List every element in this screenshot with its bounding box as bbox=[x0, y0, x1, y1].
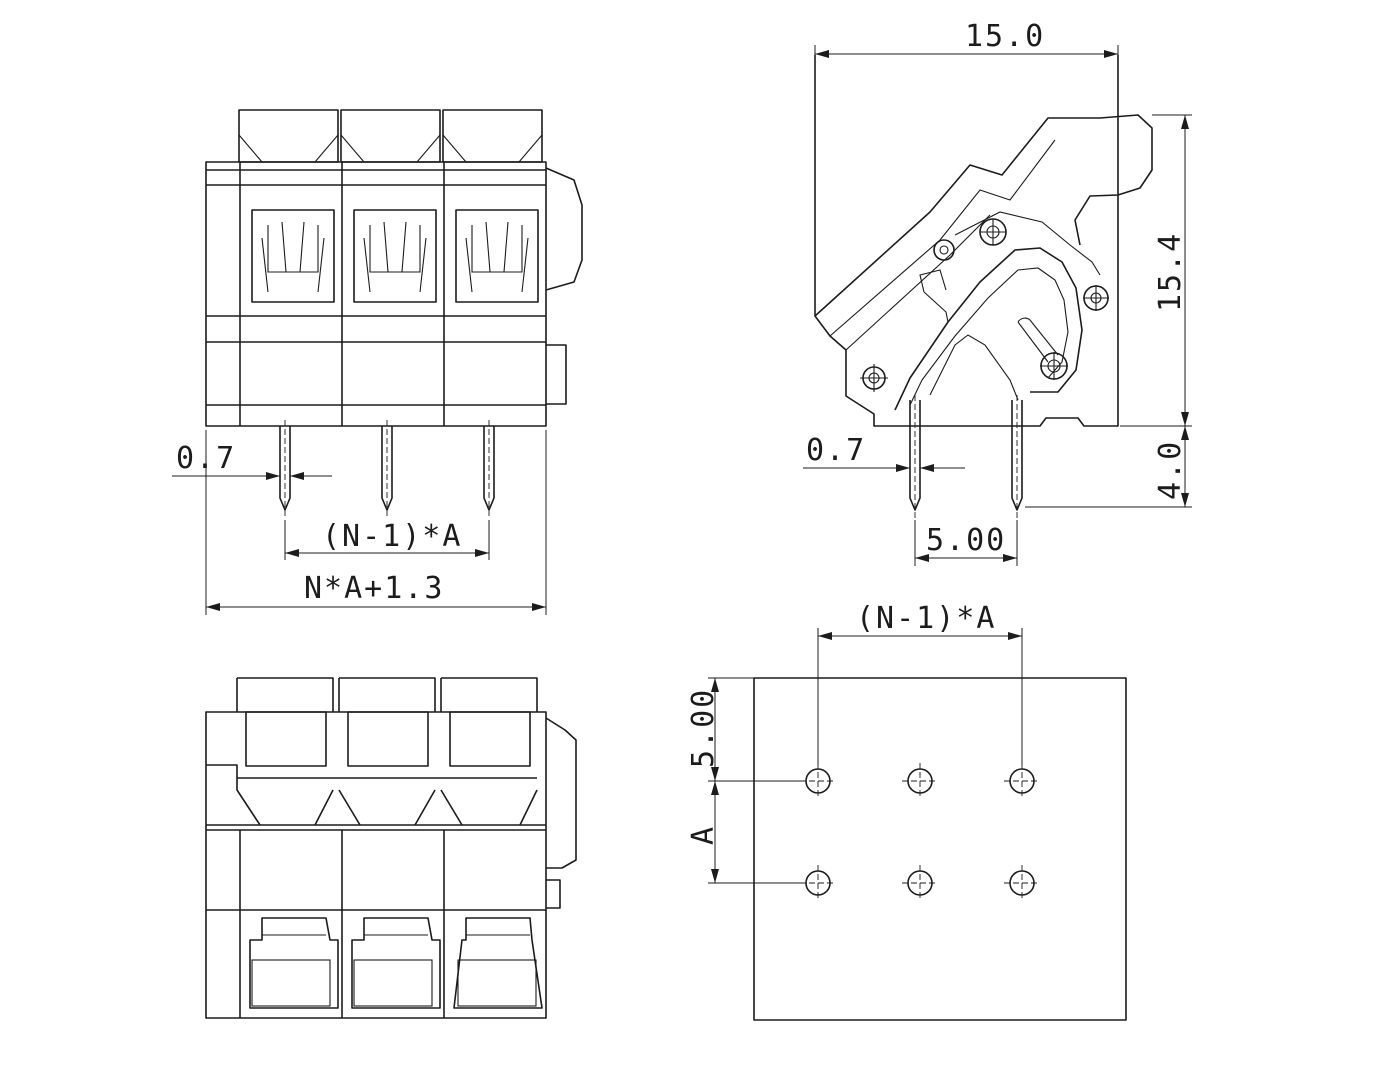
front-body bbox=[205, 161, 547, 427]
dim-pcb-row-pitch: A bbox=[686, 781, 806, 884]
front-wire-openings bbox=[251, 209, 539, 303]
side-pin-spacing-label: 5.00 bbox=[926, 523, 1006, 558]
dim-side-pin-length: 4.0 bbox=[1025, 426, 1192, 508]
pcb-holes bbox=[800, 763, 1040, 901]
front-pins bbox=[279, 420, 495, 518]
dim-pcb-row-offset: 5.00 bbox=[686, 677, 806, 782]
front-pin-span-label: (N-1)*A bbox=[322, 519, 462, 554]
pcb-row-offset-label: 5.00 bbox=[686, 688, 721, 768]
side-pins bbox=[909, 395, 1023, 518]
side-spring-clamp bbox=[894, 247, 1083, 411]
side-pin-length-label: 4.0 bbox=[1153, 440, 1188, 500]
side-holes bbox=[860, 218, 1109, 392]
dim-front-total-width: N*A+1.3 bbox=[205, 430, 547, 615]
side-outline bbox=[814, 55, 1119, 427]
dim-side-pin-spacing: 5.00 bbox=[914, 520, 1018, 566]
dim-front-pin-thickness: 0.7 bbox=[172, 441, 332, 480]
top-body bbox=[205, 711, 547, 1019]
dim-side-width: 15.0 bbox=[814, 19, 1119, 60]
top-view bbox=[205, 677, 577, 1019]
front-latch bbox=[545, 167, 583, 291]
front-total-width-label: N*A+1.3 bbox=[304, 571, 444, 606]
front-view: 0.7 (N-1)*A N*A+1.3 bbox=[172, 109, 583, 615]
top-view-wire-entries bbox=[249, 917, 543, 1009]
dim-front-pin-span: (N-1)*A bbox=[284, 519, 490, 560]
pcb-row-pitch-label: A bbox=[686, 825, 721, 845]
side-pin-thickness-label: 0.7 bbox=[806, 433, 866, 468]
front-side-tab bbox=[546, 344, 567, 405]
dim-side-height: 15.4 bbox=[1120, 114, 1192, 427]
dim-pcb-span: (N-1)*A bbox=[817, 601, 1023, 765]
front-pin-thickness-label: 0.7 bbox=[176, 441, 236, 476]
pcb-outline bbox=[753, 677, 1127, 1021]
pcb-layout: (N-1)*A 5.00 A bbox=[686, 601, 1127, 1021]
dim-side-pin-thickness: 0.7 bbox=[803, 433, 965, 472]
side-view: 15.0 15.4 4.0 0.7 bbox=[803, 19, 1192, 566]
side-lever bbox=[814, 114, 1153, 317]
side-width-label: 15.0 bbox=[965, 19, 1045, 54]
top-view-windows bbox=[245, 711, 531, 767]
front-lever-caps bbox=[238, 109, 543, 163]
side-height-label: 15.4 bbox=[1153, 232, 1188, 312]
pcb-span-label: (N-1)*A bbox=[856, 601, 996, 636]
